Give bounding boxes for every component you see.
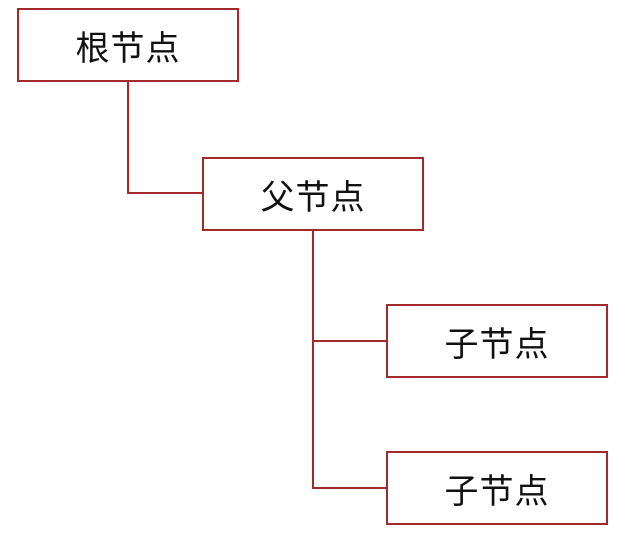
parent-node-label: 父节点 (260, 177, 366, 218)
parent-node-box: 父节点 (202, 157, 424, 231)
connector-parent-to-child2 (312, 341, 386, 489)
child-node-label-2: 子节点 (444, 471, 550, 512)
connector-parent-to-child1 (312, 231, 386, 342)
child-node-label-1: 子节点 (444, 324, 550, 365)
child-node-box-2: 子节点 (386, 451, 608, 525)
child-node-box-1: 子节点 (386, 304, 608, 378)
root-node-box: 根节点 (17, 8, 239, 82)
root-node-label: 根节点 (75, 28, 181, 69)
connector-root-to-parent (127, 82, 202, 194)
